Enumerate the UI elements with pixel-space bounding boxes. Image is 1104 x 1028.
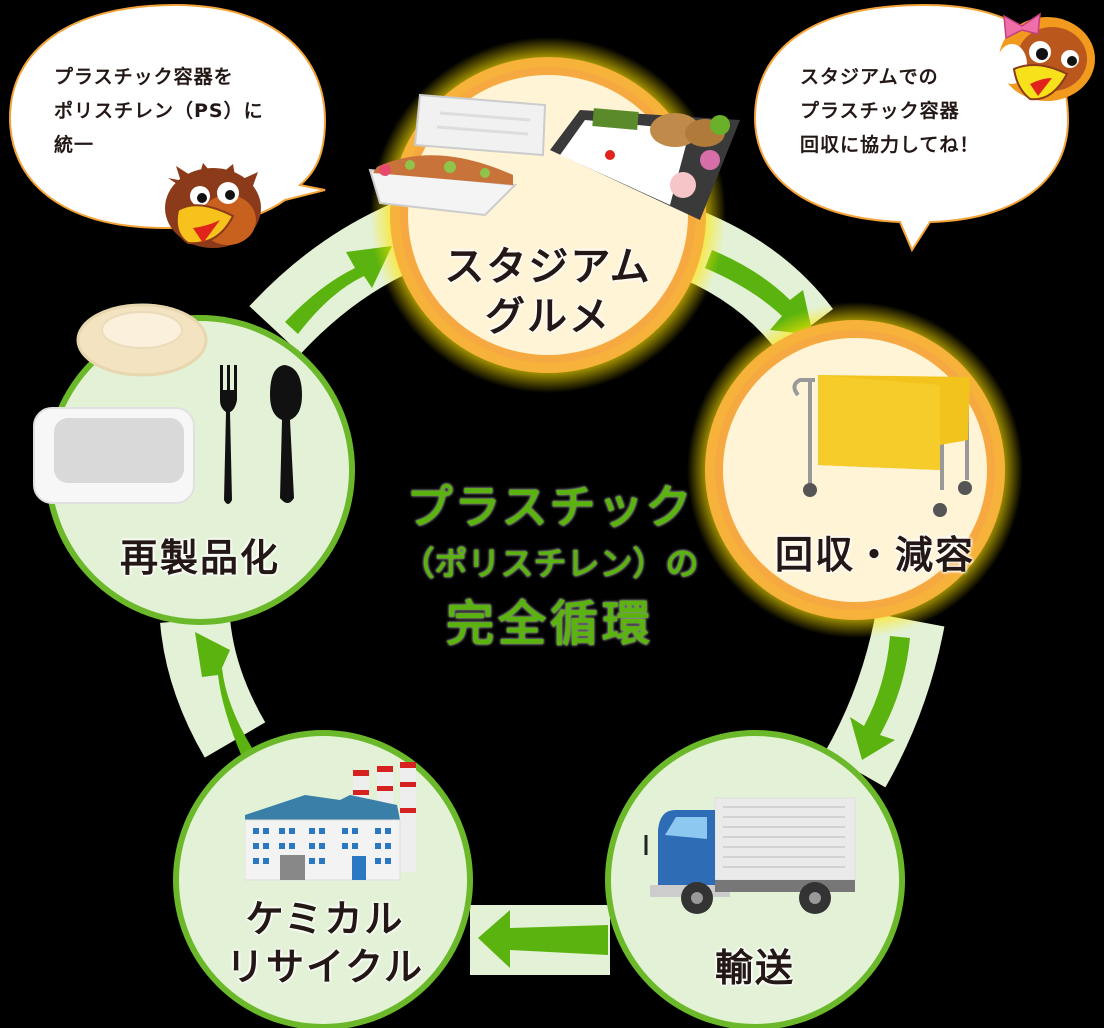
arrows [195,246,910,968]
step-label-remanufacture-line-1: 再製品化 [119,536,280,580]
arrow-to-remanufacture [195,632,252,757]
bubble-right-line-1: スタジアムでの [800,66,939,88]
step-label-remanufacture: 再製品化 [100,533,300,583]
laundry-cart-icon [792,375,972,517]
bubble-right-text: スタジアムでの プラスチック容器 回収に協力してね！ [800,60,979,162]
factory-icon [245,762,416,881]
mascot-swallow-female-icon [997,12,1095,101]
step-label-stadium-gourmet-line-1: スタジアム [444,244,652,290]
center-title-line-2: （ポリスチレン）の [401,544,699,583]
center-title-line-3: 完全循環 [445,596,654,652]
bubble-right-line-3: 回収に協力してね！ [800,134,980,156]
arrow-to-stadium [285,246,392,334]
center-title: プラスチック （ポリスチレン）の 完全循環 [380,478,720,656]
takeout-box-icon [368,93,547,217]
bubble-right-line-2: プラスチック容器 [800,100,960,122]
bento-tray-icon [550,108,740,220]
arrow-to-transport [850,636,910,760]
step-label-chemical-recycle-line-1: ケミカル [245,897,405,941]
bubble-left-line-2: ポリスチレン（PS）に [54,100,264,122]
fork-icon [220,365,237,504]
step-label-stadium-gourmet: スタジアム グルメ [418,242,678,342]
arrow-to-chemical [478,910,608,968]
arrow-to-collection [705,250,813,335]
step-label-collection-line-1: 回収・減容 [774,533,975,577]
step-label-transport: 輸送 [680,943,830,993]
tray-container-icon [33,407,195,504]
center-title-line-1: プラスチック [406,480,694,534]
step-label-chemical-recycle: ケミカル リサイクル [210,895,440,991]
bubble-left-text: プラスチック容器を ポリスチレン（PS）に 統一 [54,60,264,162]
mascot-swallow-male-icon [165,163,261,248]
truck-icon [644,797,856,914]
bubble-left-line-1: プラスチック容器を [54,66,234,88]
step-label-collection: 回収・減容 [760,530,990,580]
bubble-left-line-3: 統一 [54,134,95,156]
containers-cutlery-icon [33,303,302,504]
step-label-stadium-gourmet-line-2: グルメ [485,294,611,340]
bowl-container-icon [76,303,208,377]
step-label-chemical-recycle-line-2: リサイクル [225,945,425,989]
step-label-transport-line-1: 輸送 [714,946,795,990]
spoon-icon [270,365,302,503]
bento-food-icon [368,93,740,220]
